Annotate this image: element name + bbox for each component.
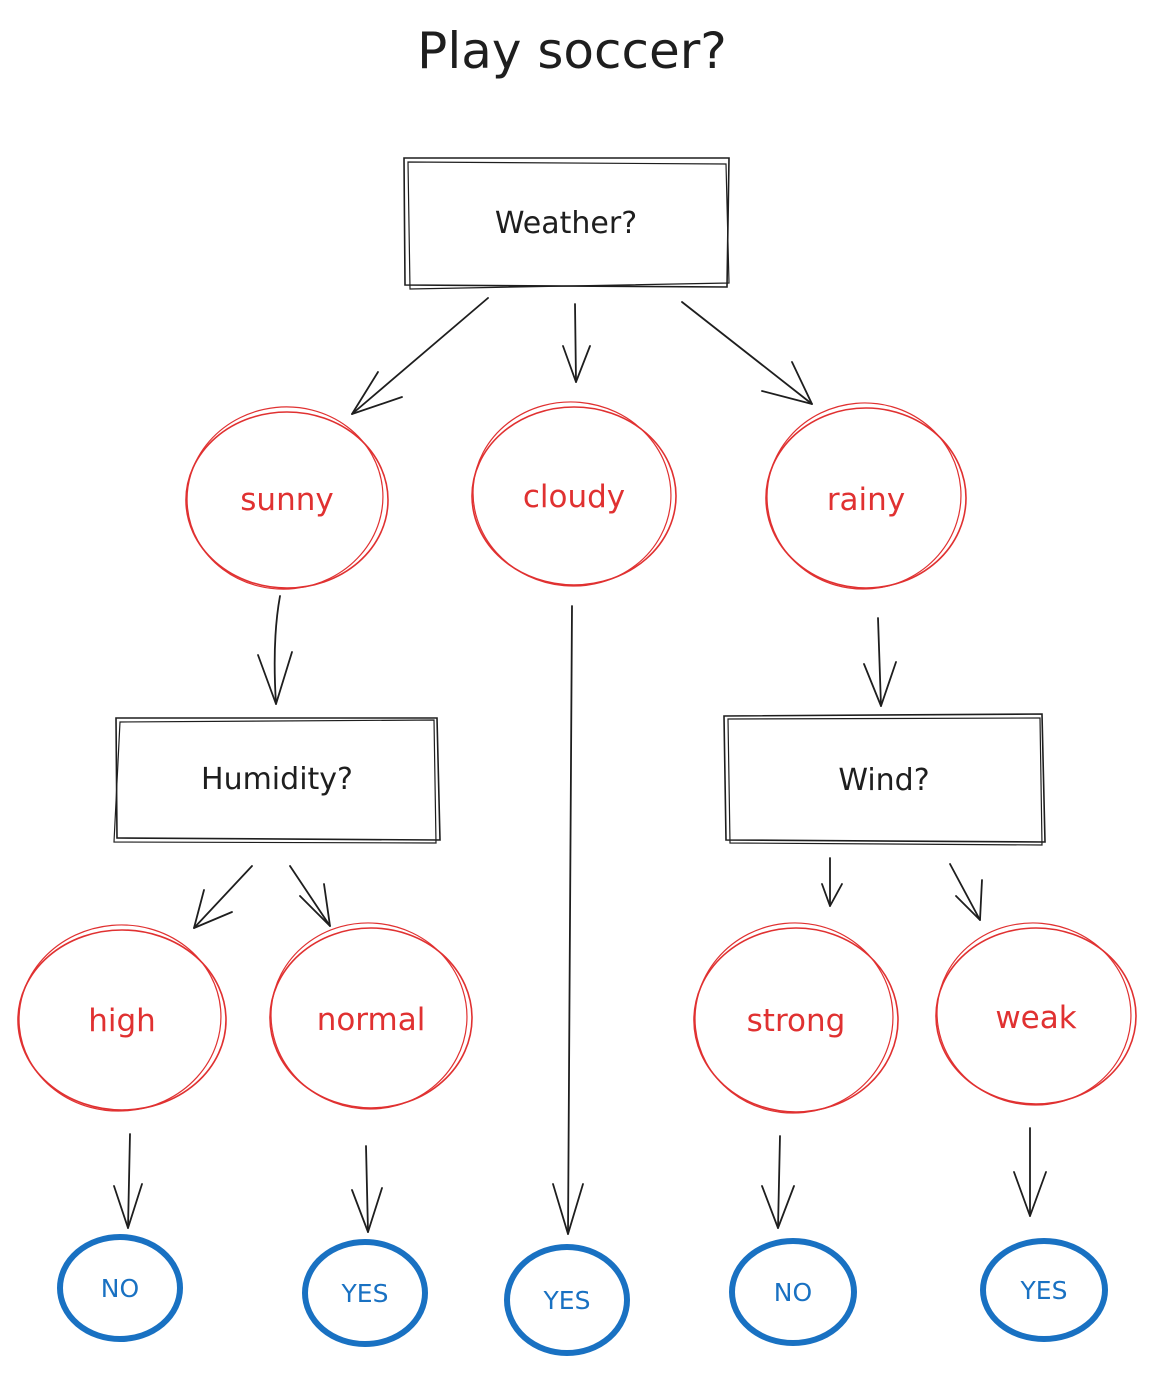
question-box-wind: Wind?: [723, 713, 1046, 846]
option-label-weak: weak: [995, 1000, 1076, 1036]
option-node-high: high: [17, 924, 227, 1112]
edge-weather-sunny: [351, 297, 489, 415]
outcome-label-weak: YES: [1020, 1276, 1068, 1305]
outcome-label-strong: NO: [774, 1278, 812, 1307]
option-node-cloudy: cloudy: [471, 401, 677, 587]
outcome-node-cloudy: YES: [504, 1244, 630, 1356]
edge-humidity-normal: [289, 865, 331, 927]
option-node-strong: strong: [693, 922, 899, 1114]
edge-sunny-humidity: [257, 595, 293, 705]
diagram-title: Play soccer?: [417, 22, 727, 80]
question-box-weather: Weather?: [403, 157, 730, 290]
outcome-label-normal: YES: [341, 1279, 389, 1308]
outcome-label-cloudy: YES: [543, 1286, 591, 1315]
outcome-node-high: NO: [57, 1234, 183, 1342]
outcome-node-normal: YES: [302, 1239, 428, 1347]
outcome-node-strong: NO: [729, 1238, 857, 1346]
edge-strong-no: [761, 1135, 795, 1229]
edge-weak-yes: [1013, 1127, 1047, 1217]
edge-normal-yes: [351, 1145, 383, 1233]
option-label-rainy: rainy: [827, 482, 905, 518]
edges: [113, 297, 1047, 1235]
option-label-sunny: sunny: [240, 482, 333, 518]
edge-humidity-high: [193, 865, 253, 929]
edge-weather-cloudy: [562, 303, 591, 383]
option-node-rainy: rainy: [765, 402, 967, 590]
question-label-wind: Wind?: [838, 763, 929, 798]
option-node-sunny: sunny: [185, 406, 389, 590]
option-node-weak: weak: [935, 922, 1137, 1106]
option-label-normal: normal: [317, 1002, 426, 1038]
question-box-humidity: Humidity?: [113, 717, 441, 844]
question-label-weather: Weather?: [495, 206, 637, 241]
question-label-humidity: Humidity?: [201, 762, 353, 797]
edge-wind-strong: [821, 857, 843, 907]
outcome-node-weak: YES: [980, 1238, 1108, 1342]
option-node-normal: normal: [269, 922, 473, 1110]
edge-cloudy-yes: [552, 605, 584, 1235]
option-label-strong: strong: [747, 1003, 846, 1039]
option-label-high: high: [88, 1003, 156, 1039]
edge-weather-rainy: [681, 301, 813, 405]
option-label-cloudy: cloudy: [523, 479, 625, 515]
edge-wind-weak: [949, 863, 983, 921]
outcome-label-high: NO: [101, 1274, 139, 1303]
edge-rainy-wind: [863, 617, 897, 707]
edge-high-no: [113, 1133, 143, 1229]
